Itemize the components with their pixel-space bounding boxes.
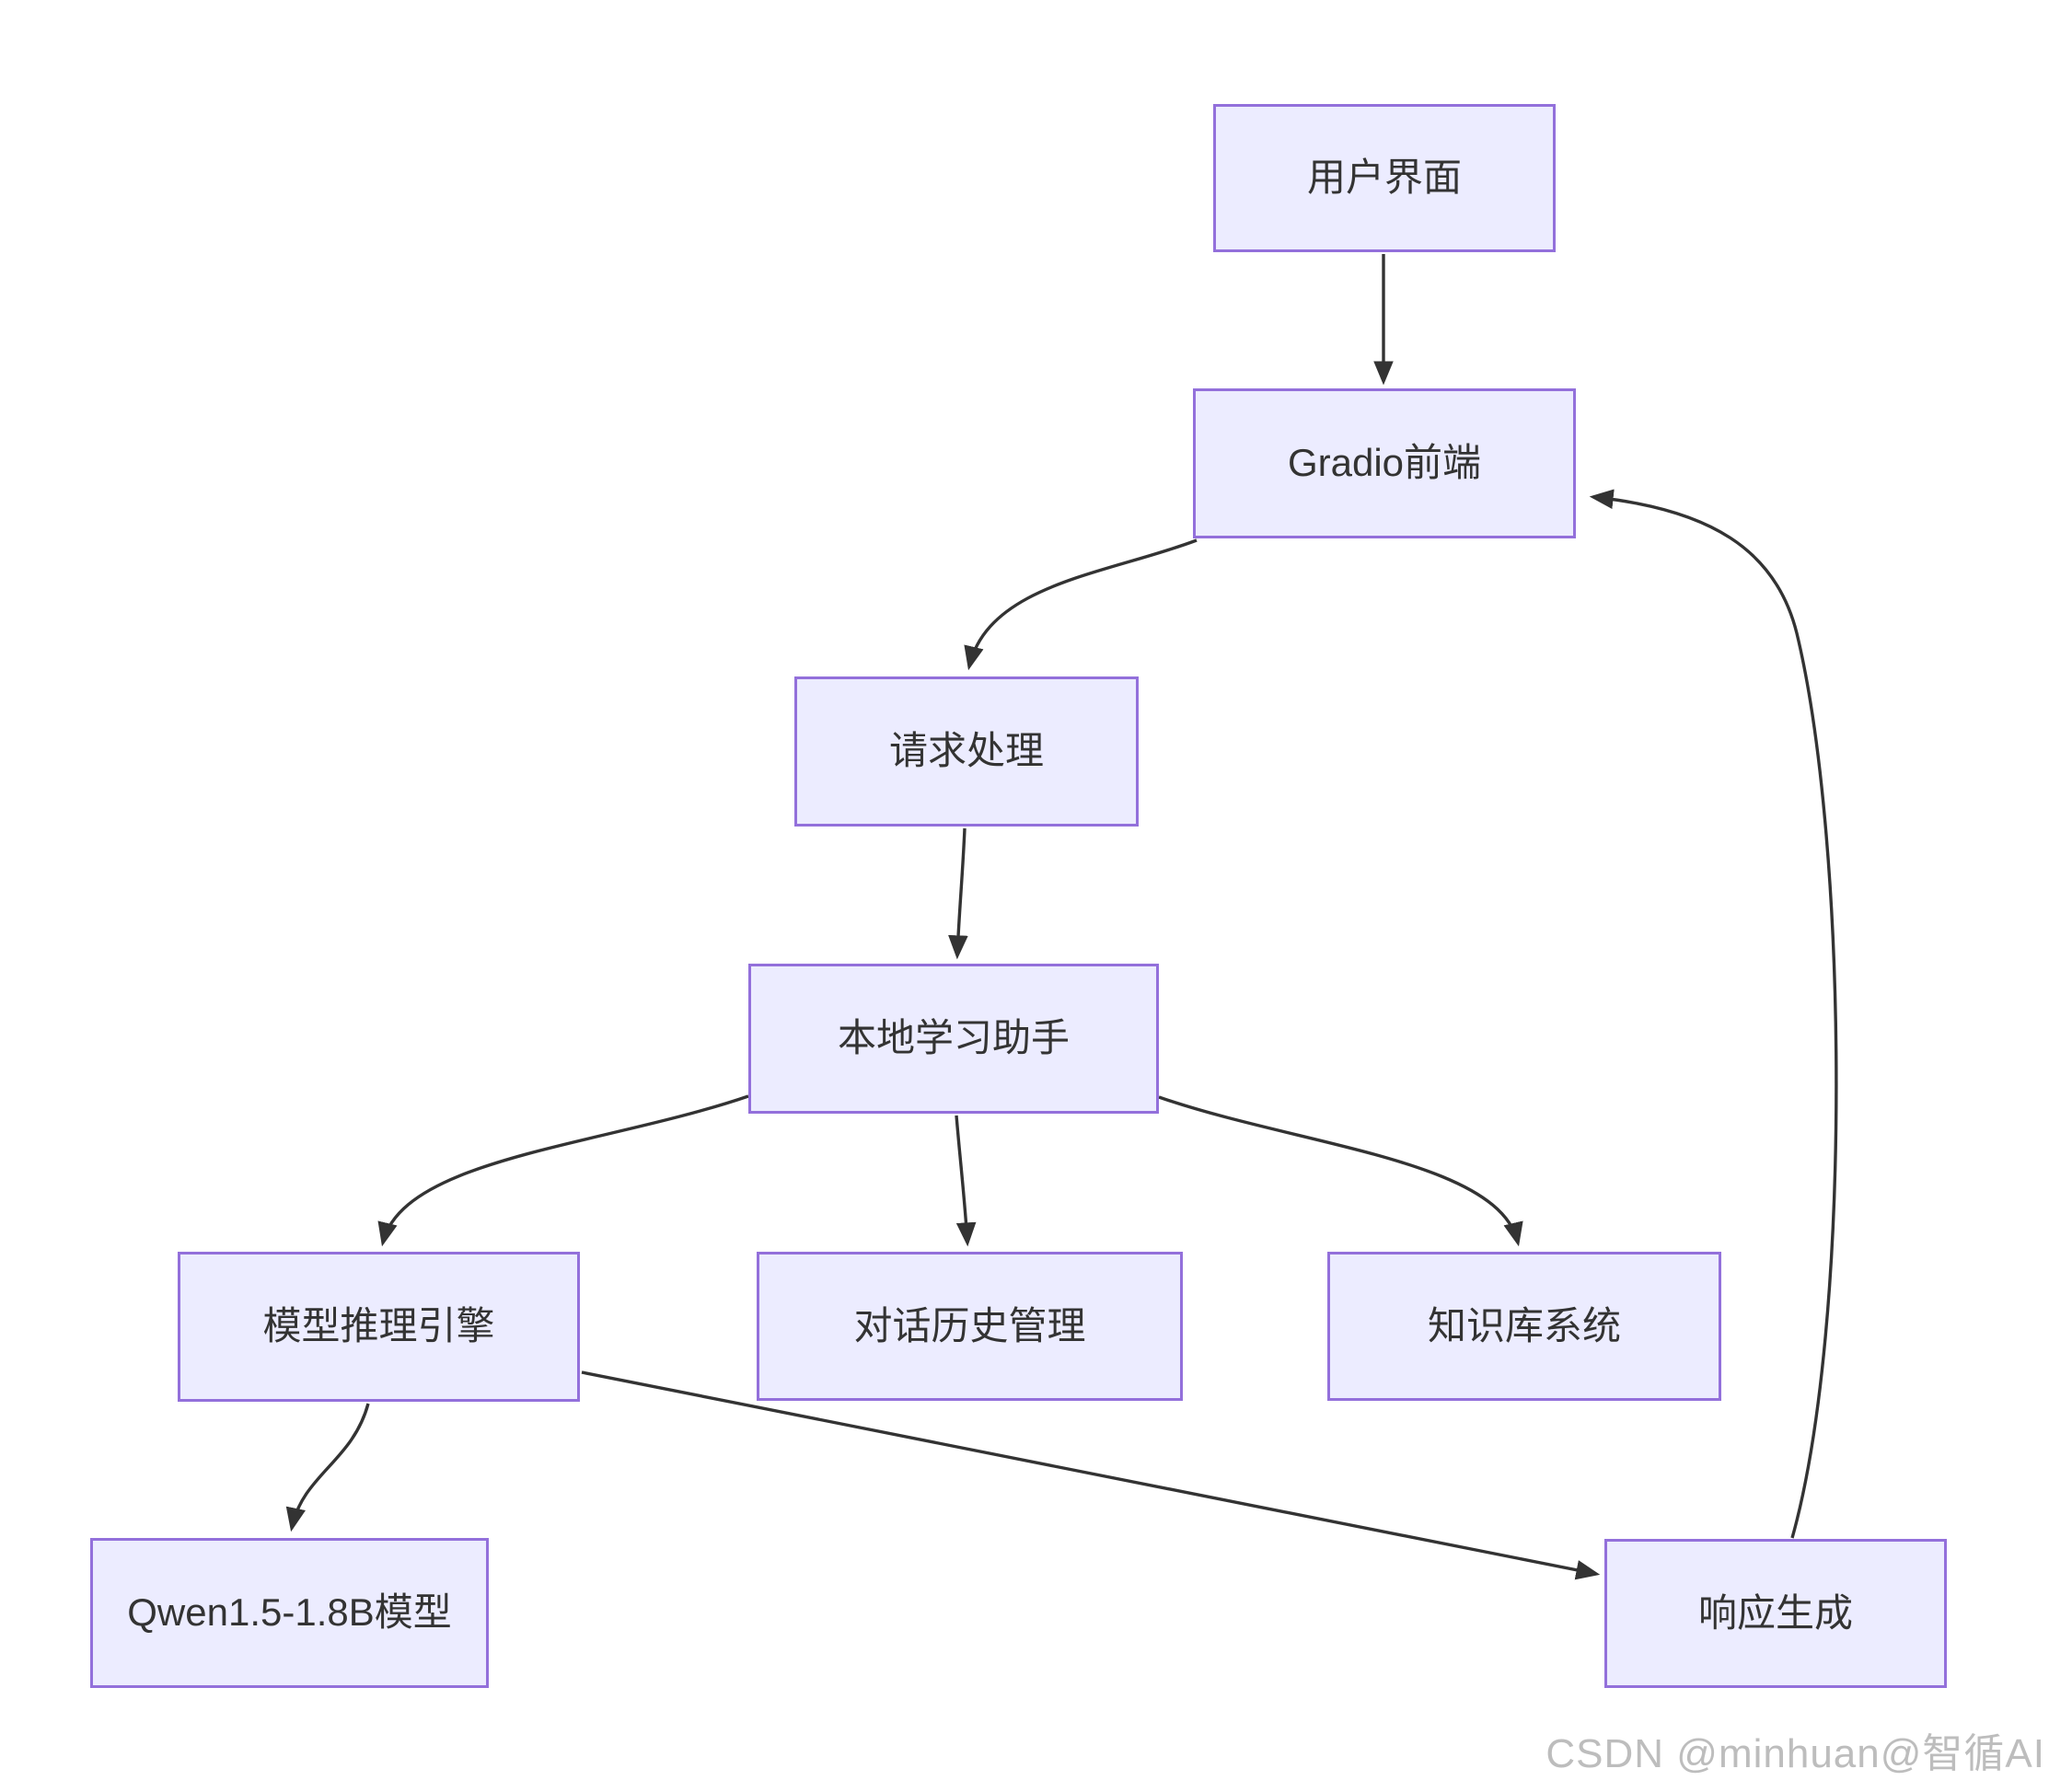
edge-local-learning-assistant-to-model-inference-engine — [377, 1094, 749, 1247]
node-request-processing[interactable]: 请求处理 — [794, 676, 1139, 827]
node-model-inference-engine[interactable]: 模型推理引擎 — [178, 1252, 580, 1402]
edge-response-generation-to-gradio-frontend — [1589, 489, 1838, 1539]
csdn-watermark: CSDN @minhuan@智循AI — [1545, 1731, 2045, 1776]
node-response-generation[interactable]: 响应生成 — [1604, 1539, 1947, 1688]
node-user-interface[interactable]: 用户界面 — [1213, 104, 1556, 252]
edge-local-learning-assistant-to-conversation-history-management — [955, 1115, 977, 1247]
edge-local-learning-assistant-to-knowledge-base-system — [1158, 1095, 1523, 1247]
edge-model-inference-engine-to-response-generation — [581, 1370, 1601, 1580]
node-gradio-frontend[interactable]: Gradio前端 — [1193, 388, 1576, 538]
node-conversation-history-management[interactable]: 对话历史管理 — [757, 1252, 1183, 1401]
node-knowledge-base-system[interactable]: 知识库系统 — [1327, 1252, 1721, 1401]
edge-model-inference-engine-to-qwen-model — [285, 1403, 370, 1532]
node-local-learning-assistant[interactable]: 本地学习助手 — [748, 964, 1159, 1114]
node-qwen-model[interactable]: Qwen1.5-1.8B模型 — [90, 1538, 489, 1688]
edge-request-processing-to-local-learning-assistant — [948, 827, 968, 960]
edge-gradio-frontend-to-request-processing — [964, 538, 1198, 671]
